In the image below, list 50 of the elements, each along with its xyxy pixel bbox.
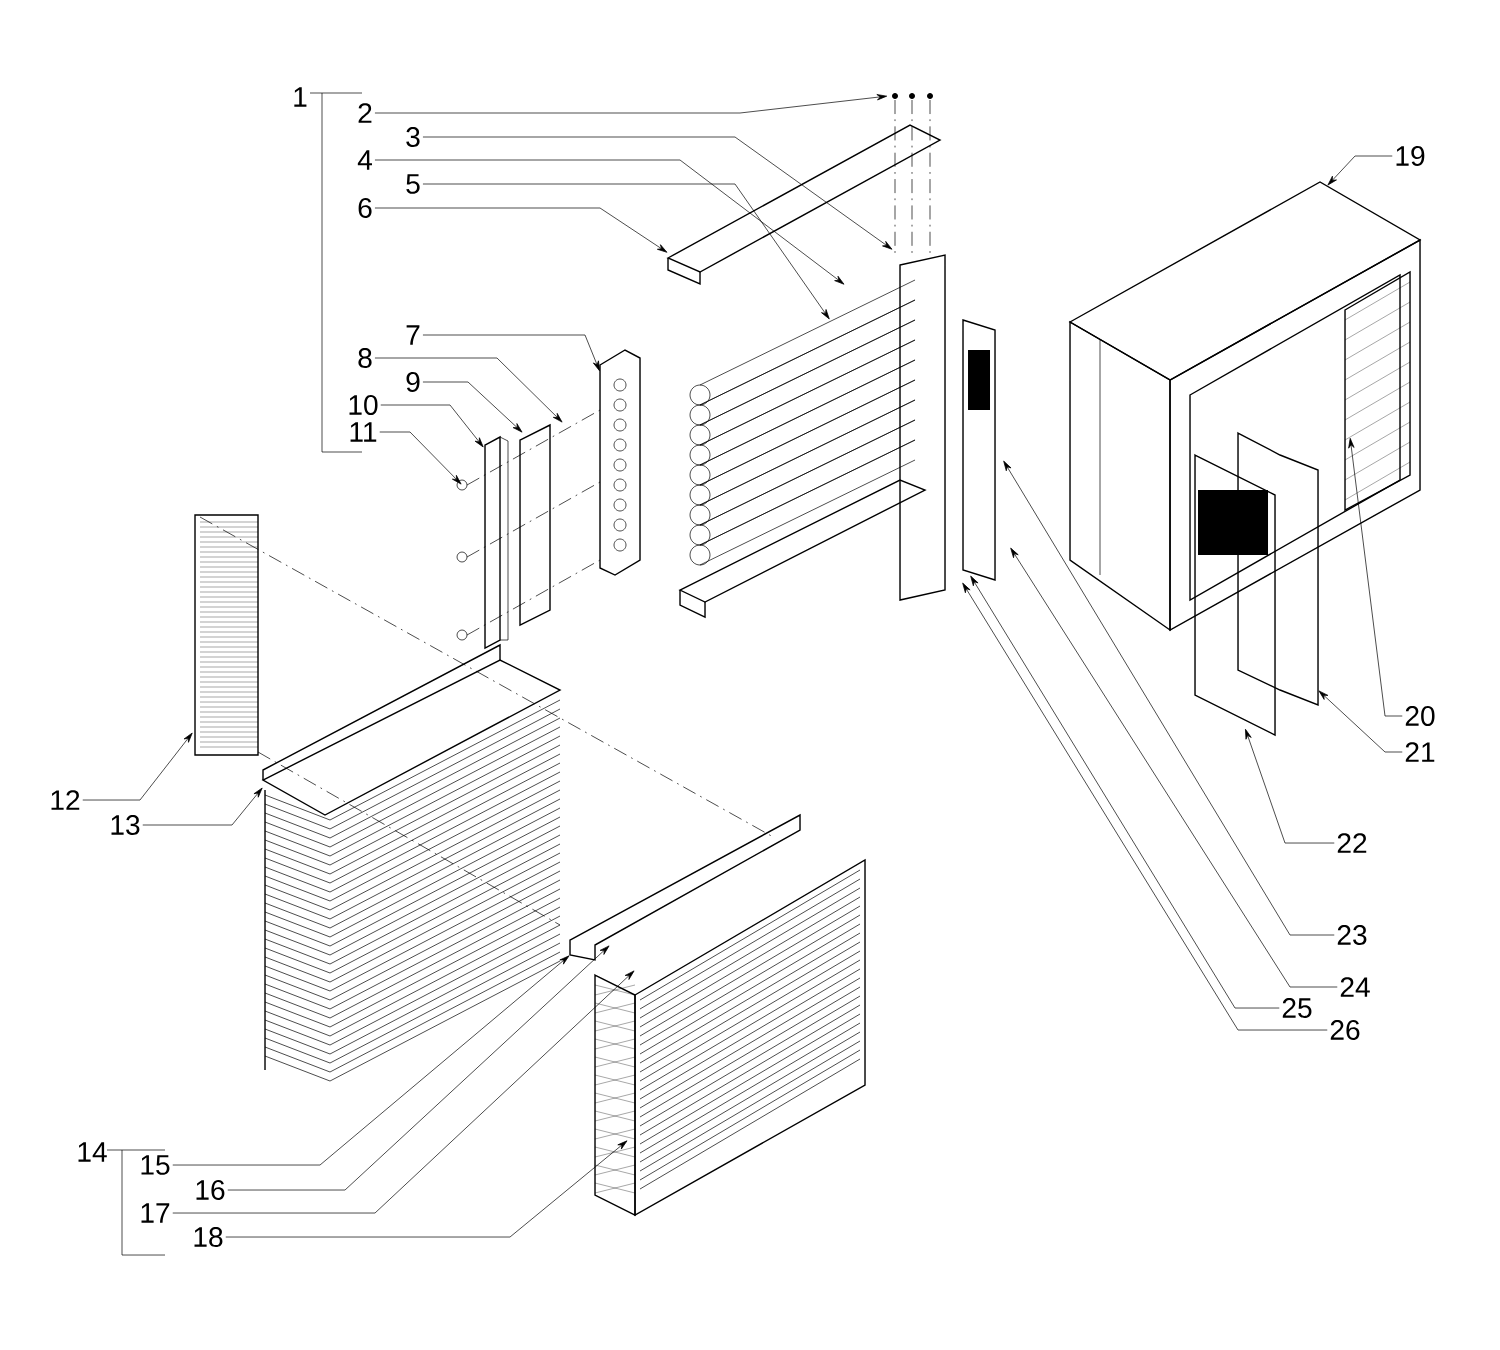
callout-number: 22 xyxy=(1337,833,1367,853)
leader-line xyxy=(422,136,893,250)
leader-line xyxy=(970,575,1280,1009)
callout-number: 25 xyxy=(1282,998,1312,1018)
leader-line xyxy=(227,945,610,1191)
callout-number: 26 xyxy=(1330,1020,1360,1040)
leader-line xyxy=(374,207,668,253)
callout-number: 18 xyxy=(194,1227,223,1247)
callout-number: 24 xyxy=(1340,977,1370,997)
callout-number: 23 xyxy=(1337,925,1367,945)
leader-line xyxy=(225,1140,628,1238)
callout-number: 19 xyxy=(1396,146,1425,166)
leader-line xyxy=(962,582,1328,1031)
leader-line xyxy=(380,404,484,448)
callout-number: 12 xyxy=(51,790,80,810)
leader-line xyxy=(172,955,570,1166)
callout-number: 13 xyxy=(111,815,140,835)
leader-line xyxy=(1327,155,1393,186)
callout-number: 16 xyxy=(196,1180,225,1200)
leader-line xyxy=(1348,437,1403,717)
leader-line xyxy=(82,732,193,801)
leader-line xyxy=(142,787,263,826)
callout-number: 5 xyxy=(406,174,420,194)
callout-number: 7 xyxy=(406,325,420,345)
callout-number: 15 xyxy=(141,1155,170,1175)
callout-number: 8 xyxy=(358,348,372,368)
callout-number: 2 xyxy=(358,103,372,123)
callout-number: 4 xyxy=(357,150,372,170)
leader-line xyxy=(1003,460,1335,936)
callout-number: 3 xyxy=(406,127,420,147)
leader-line xyxy=(374,357,563,423)
leader-line xyxy=(1010,547,1338,988)
leader-line xyxy=(1245,728,1335,844)
callout-number: 20 xyxy=(1405,706,1435,726)
callout-number: 14 xyxy=(78,1142,107,1162)
leader-line xyxy=(422,334,600,372)
leader-line xyxy=(374,159,845,285)
leader-line xyxy=(422,381,523,433)
leader-line xyxy=(1318,690,1403,753)
callout-number: 1 xyxy=(294,87,307,107)
callout-number: 9 xyxy=(406,372,420,392)
leader-line xyxy=(379,431,462,485)
callout-number: 21 xyxy=(1405,742,1435,762)
callout-number: 10 xyxy=(349,395,378,415)
callout-number: 11 xyxy=(350,422,377,442)
leader-line xyxy=(422,183,830,320)
callout-number: 17 xyxy=(141,1203,170,1223)
leader-line xyxy=(374,94,888,114)
leader-line xyxy=(172,970,635,1214)
callout-number: 6 xyxy=(358,198,372,218)
